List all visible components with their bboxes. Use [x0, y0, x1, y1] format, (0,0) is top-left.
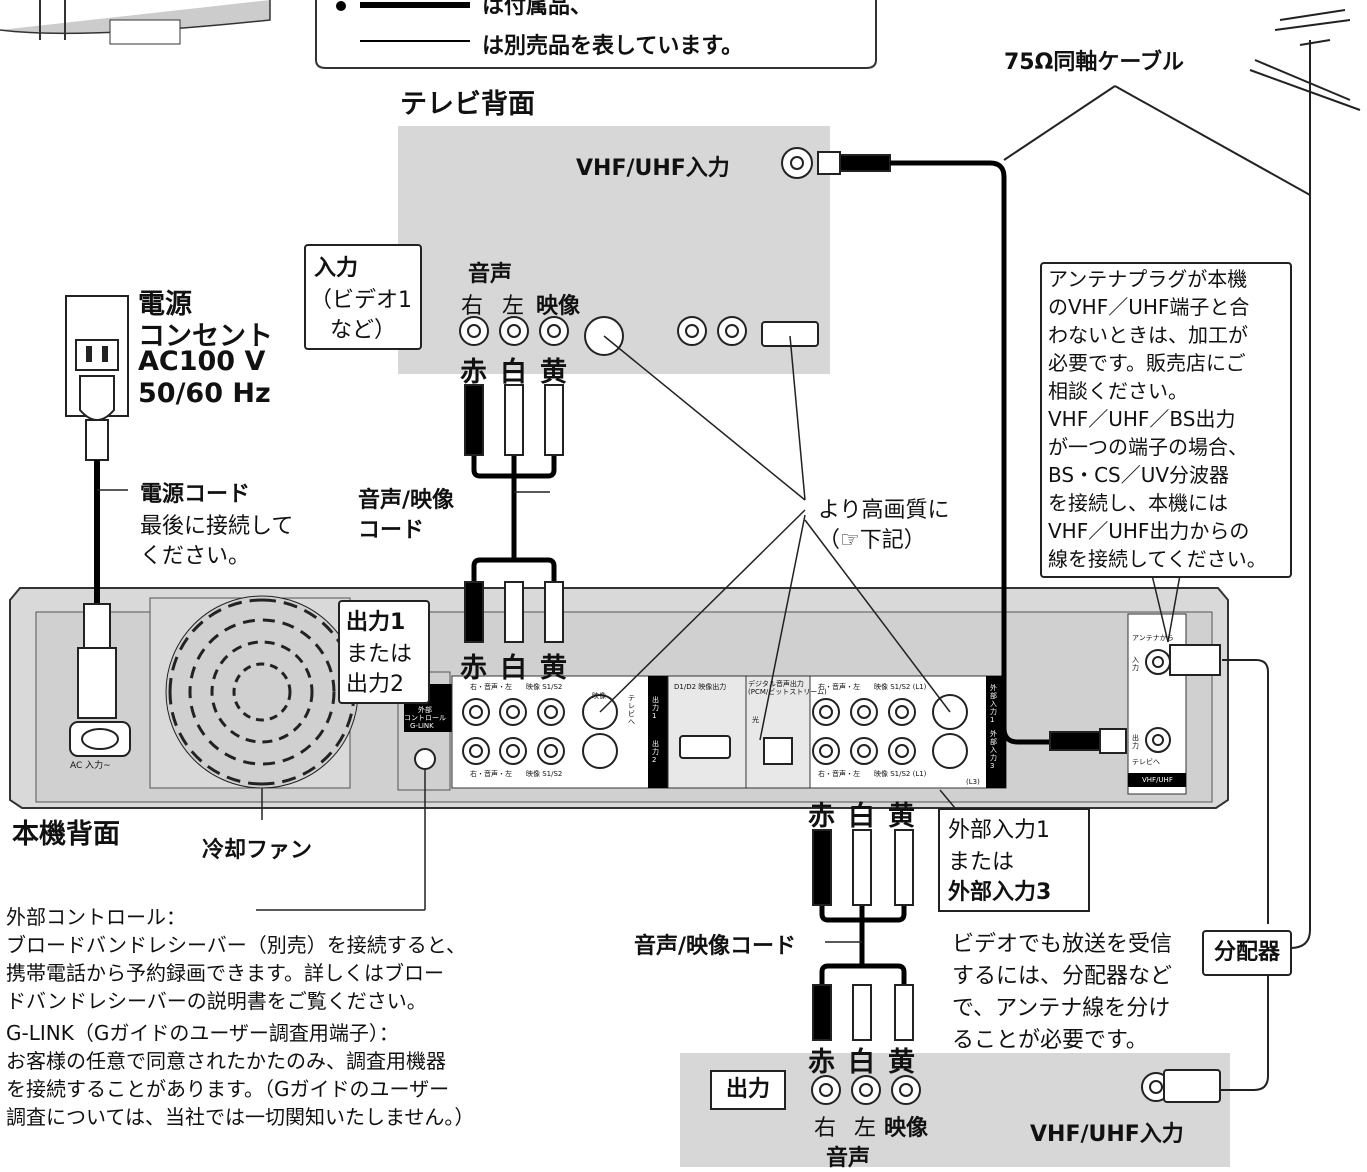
power-cord-title: 電源コード — [140, 482, 251, 507]
digital-audio-label-2: (PCM/ビットストリーム) — [748, 688, 827, 696]
splitter-note-3: で、アンテナ線を分け — [952, 996, 1171, 1021]
antenna-to-tv-label: テレビへ — [1132, 758, 1160, 766]
ext-input-tag: 外部入力1 または 外部入力3 — [938, 808, 1090, 912]
unit-plug-red: 赤 — [460, 653, 487, 684]
ext-input-footer: 右・音声・左 映像 S1/S2 (L1) — [818, 770, 927, 778]
antenna-icon — [1249, 9, 1361, 120]
splitter-note-1: ビデオでも放送を受信 — [952, 932, 1173, 957]
output-header: 右・音声・左 映像 S1/S2 — [470, 683, 563, 691]
deck-jack-video-label: 映像 — [884, 1116, 929, 1141]
ext-plug-white: 白 — [848, 801, 875, 832]
output1-side-label: 出力1 — [652, 696, 659, 720]
splitter-box: 分配器 — [1202, 930, 1292, 976]
av-cord-top-label-1: 音声/映像 — [358, 488, 455, 513]
ext-input3-side-label: 外部入力3 — [990, 730, 997, 770]
glink-note-1: G-LINK（Gガイドのユーザー調査用端子）： — [6, 1021, 399, 1045]
antenna-from-label: アンテナから — [1132, 634, 1174, 642]
tv-plug-white: 白 — [500, 357, 527, 388]
splitter-note-2: するには、分配器など — [952, 964, 1173, 989]
deck-vhf-uhf-in-label: VHF/UHF入力 — [1030, 1122, 1184, 1147]
tv-plug-red: 赤 — [460, 357, 487, 388]
cooling-fan — [165, 595, 359, 789]
tv-plug-yellow: 黄 — [540, 357, 567, 388]
tv-vhf-uhf-in-label: VHF/UHF入力 — [576, 156, 730, 181]
unit-rear-title: 本機背面 — [12, 819, 120, 850]
ext-input1-side-label: 外部入力1 — [990, 684, 997, 724]
ext-control-note-1: 外部コントロール： — [6, 905, 186, 929]
unit-plug-yellow: 黄 — [540, 653, 567, 684]
tv-input-tag: 入力 （ビデオ1 など） — [304, 244, 422, 350]
legend-optional: は別売品を表しています。 — [482, 34, 744, 59]
antenna-out-label: 出力 — [1132, 734, 1139, 750]
av-cord-top-label-2: コード — [358, 518, 425, 543]
tv-rear-title: テレビ背面 — [400, 89, 535, 120]
ext-plug-red: 赤 — [808, 801, 835, 832]
deck-plug-red: 赤 — [808, 1047, 835, 1078]
glink-note-2: お客様の任意で同意されたかたのみ、調査用機器 — [6, 1049, 446, 1073]
ext-control-note-2: ブロードバンドレシーバー（別売）を接続すると、 — [6, 933, 466, 957]
ext-control-note-3: 携帯電話から予約録画できます。詳しくはブロー — [6, 961, 444, 985]
higher-quality-label-2: （☞下記） — [818, 528, 926, 553]
ext-control-label-1: 外部 — [418, 706, 432, 714]
tv-audio-group-label: 音声 — [468, 262, 513, 287]
output-tag: 出力1 または 出力2 — [338, 600, 430, 704]
power-cord-note-1: 最後に接続して — [140, 514, 294, 539]
ext-input-header: 右・音声・左 映像 S1/S2 (L1) — [818, 683, 927, 691]
deck-output-tag: 出力 — [710, 1070, 786, 1110]
output-header-sub: 映像 — [592, 692, 606, 700]
unit-plug-white: 白 — [500, 653, 527, 684]
tv-jack-left-label: 左 — [502, 294, 525, 319]
deck-plug-yellow: 黄 — [888, 1047, 915, 1078]
av-cord-bottom-label: 音声/映像コード — [634, 934, 797, 959]
deck-audio-group-label: 音声 — [826, 1146, 871, 1171]
d-output-label: D1/D2 映像出力 — [674, 683, 727, 691]
l3-label: (L3) — [966, 778, 980, 786]
output-to-tv: テレビへ — [628, 694, 635, 726]
antenna-in-label: 入力 — [1132, 656, 1139, 672]
ext-control-label-2: コントロール — [404, 714, 446, 722]
output-footer: 右・音声・左 映像 S1/S2 — [470, 770, 563, 778]
tv-jack-video-label: 映像 — [536, 294, 581, 319]
splitter-note-4: ることが必要です。 — [952, 1028, 1148, 1053]
deck-jack-right-label: 右 — [814, 1116, 837, 1141]
digital-audio-label-1: デジタル音声出力 — [748, 680, 804, 688]
optical-label: 光 — [752, 716, 759, 724]
outlet-label-4: 50/60 Hz — [138, 378, 271, 409]
ext-control-note-4: ドバンドレシーバーの説明書をご覧ください。 — [6, 989, 427, 1013]
ext-control-label-3: G-LINK — [410, 722, 434, 730]
higher-quality-label-1: より高画質に — [818, 498, 950, 523]
tv-jack-right-label: 右 — [461, 294, 484, 319]
power-cord-note-2: ください。 — [140, 544, 251, 569]
cooling-fan-label: 冷却ファン — [202, 838, 313, 863]
vhf-uhf-panel-label: VHF/UHF — [1142, 776, 1173, 784]
glink-note-4: 調査については、当社では一切関知いたしません。） — [6, 1105, 475, 1129]
outlet-label-2: コンセント — [138, 321, 273, 352]
deck-plug-white: 白 — [848, 1047, 875, 1078]
ext-plug-yellow: 黄 — [888, 801, 915, 832]
outlet-label-3: AC100 V — [138, 346, 266, 377]
output2-side-label: 出力2 — [652, 740, 659, 764]
coax-label: 75Ω同軸ケーブル — [1004, 50, 1184, 75]
outlet-label-1: 電源 — [138, 289, 192, 320]
glink-note-3: を接続することがあります。（Gガイドのユーザー — [6, 1077, 450, 1101]
ac-in-label: AC 入力~ — [70, 761, 111, 771]
legend-supplied: は付属品、 — [482, 0, 593, 19]
antenna-note: アンテナプラグが本機 のVHF／UHF端子と合 わないときは、加工が 必要です。… — [1040, 262, 1292, 578]
deck-jack-left-label: 左 — [854, 1116, 877, 1141]
